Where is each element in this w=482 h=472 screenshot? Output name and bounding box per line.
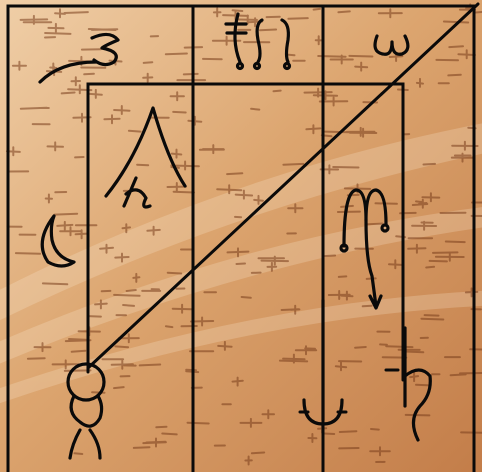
grain-dash <box>242 297 251 298</box>
grain-dash <box>333 167 358 168</box>
grain-dash <box>365 224 382 225</box>
grain-dash <box>338 11 349 12</box>
grain-dash <box>283 164 303 165</box>
grain-dash <box>405 352 424 353</box>
grain-dash <box>340 431 357 432</box>
grain-dash <box>349 56 372 57</box>
grain-dash <box>62 93 75 94</box>
grain-dash <box>430 261 447 262</box>
grain-dash <box>371 429 379 430</box>
grain-dash <box>288 18 307 19</box>
top-right-glyph: ω <box>10 36 18 47</box>
right-glyph: ♏ <box>10 70 22 83</box>
grain-dash <box>72 351 86 352</box>
grain-dash <box>140 365 161 366</box>
left-glyph: ☾ <box>10 60 19 71</box>
grain-dash <box>451 374 466 375</box>
top-left-glyph: 3 <box>10 12 16 23</box>
grain-dash <box>314 9 320 10</box>
bottom-right-glyph: h <box>10 108 17 119</box>
grain-dash <box>287 55 294 56</box>
grain-dash <box>233 10 243 11</box>
grain-dash <box>184 74 198 75</box>
grain-dash <box>274 91 281 92</box>
grain-dash <box>227 173 242 174</box>
grain-dash <box>43 283 67 284</box>
bottom-middle-glyph: ψ <box>10 96 18 107</box>
grain-dash <box>156 427 166 428</box>
grain-dash <box>114 295 140 296</box>
grain-dash <box>460 373 482 374</box>
grain-dash <box>92 29 117 30</box>
grain-dash <box>143 442 166 443</box>
grain-dash <box>260 30 276 31</box>
grain-dash <box>426 267 434 268</box>
grain-dash <box>237 264 246 265</box>
upper-left-glyph: A <box>9 48 18 59</box>
grain-dash <box>425 315 439 316</box>
grain-dash <box>448 75 461 76</box>
grain-dash <box>188 423 209 424</box>
grain-dash <box>127 290 136 291</box>
grain-dash <box>21 108 47 109</box>
grain-dash <box>363 306 372 307</box>
grain-dash <box>446 242 465 243</box>
grain-dash <box>166 54 187 55</box>
grain-dash <box>421 319 443 320</box>
grain-dash <box>324 256 335 257</box>
grain-dash <box>252 453 264 454</box>
grain-dash <box>376 203 397 204</box>
grain-dash <box>114 387 124 388</box>
grain-dash <box>416 201 423 202</box>
grain-dash <box>75 453 83 454</box>
grain-dash <box>134 447 150 448</box>
grain-dash <box>84 74 94 75</box>
grain-dash <box>325 132 349 133</box>
grain-dash <box>28 358 45 359</box>
grain-dash <box>168 273 182 274</box>
grain-dash <box>16 253 40 254</box>
grain-dash <box>449 46 463 47</box>
grain-dash <box>339 276 347 277</box>
grain-dash <box>55 214 78 215</box>
grain-dash <box>416 385 431 386</box>
grain-dash <box>444 22 468 23</box>
grain-dash <box>162 434 176 435</box>
grain-dash <box>65 12 88 13</box>
bottom-left-glyph: ♀ <box>10 84 17 95</box>
top-middle-glyph: ƒ∫∫ <box>9 24 24 35</box>
grain-dash <box>123 305 134 306</box>
grain-dash <box>251 109 259 110</box>
grain-dash <box>115 346 128 347</box>
grain-dash <box>166 326 173 327</box>
grain-dash <box>433 252 458 253</box>
grain-dash <box>173 112 186 113</box>
grain-dash <box>355 347 366 348</box>
grain-dash <box>424 164 436 165</box>
grain-dash <box>324 434 334 435</box>
grain-dash <box>45 33 70 34</box>
grain-dash <box>69 339 88 340</box>
grain-dash <box>406 415 430 416</box>
grain-dash <box>129 131 141 132</box>
grain-dash <box>413 204 428 205</box>
grain-dash <box>144 62 153 63</box>
grain-dash <box>88 316 101 317</box>
grain-dash <box>475 12 482 13</box>
grain-dash <box>386 346 412 347</box>
grain-dash <box>137 165 148 166</box>
grain-dash <box>186 370 196 371</box>
